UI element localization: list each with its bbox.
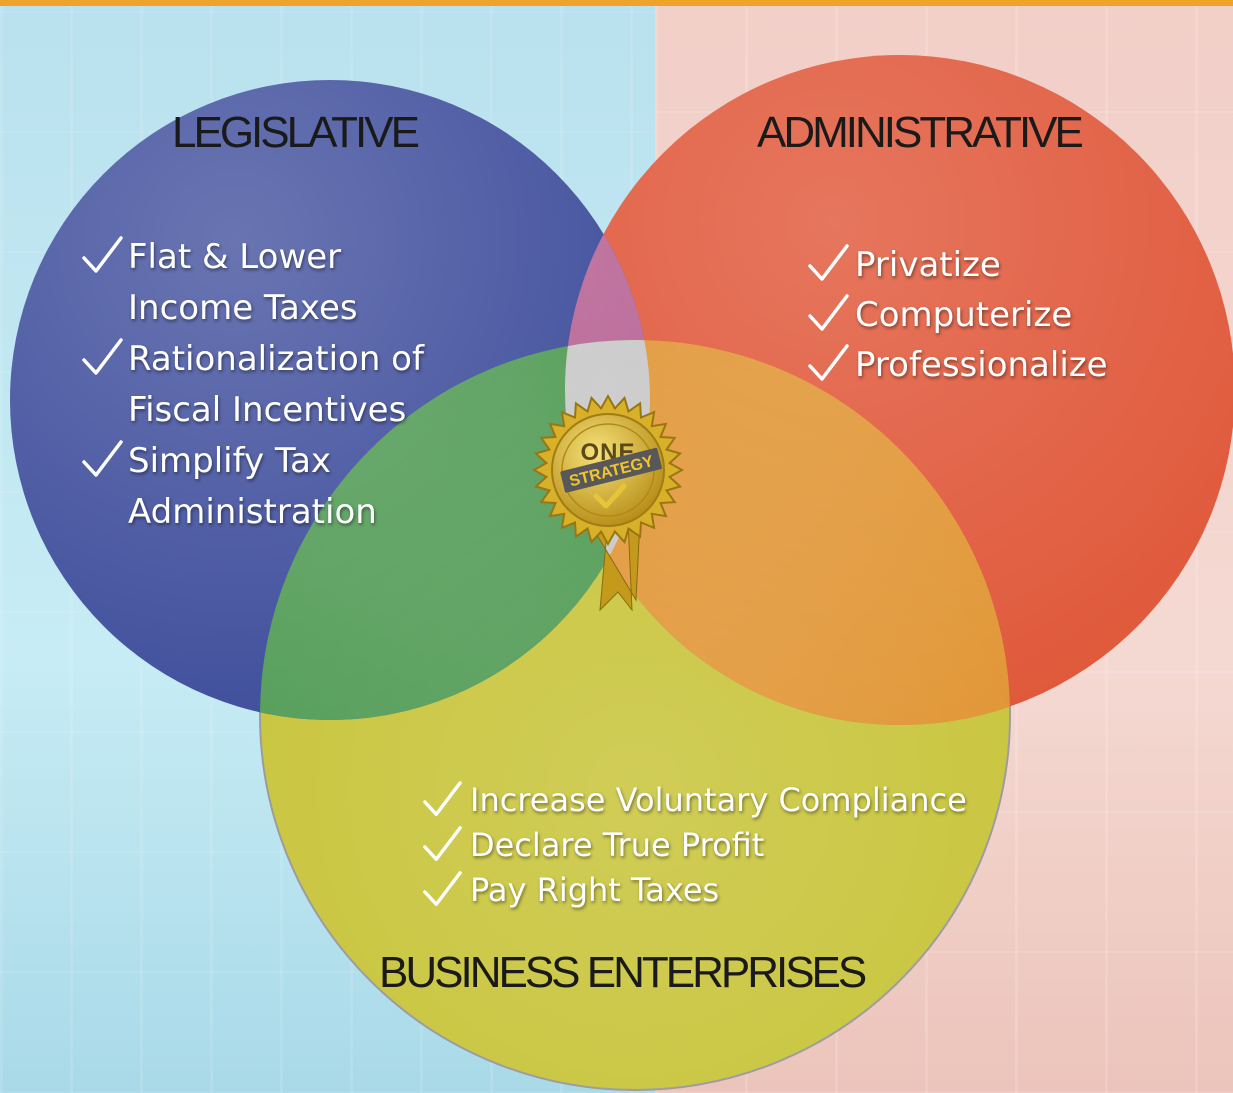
list-item: Privatize <box>805 240 1165 290</box>
business-item-text: Increase Voluntary Compliance <box>470 781 967 819</box>
business-title: BUSINESS ENTERPRISES <box>379 948 867 997</box>
checkmark-icon <box>805 342 851 386</box>
list-item: Increase Voluntary Compliance <box>418 778 1018 823</box>
legislative-item-text: Flat & Lower Income Taxes <box>128 237 358 328</box>
checkmark-icon <box>80 234 124 278</box>
legislative-item-text: Simplify Tax Administration <box>128 441 377 532</box>
checkmark-icon <box>805 292 851 336</box>
administrative-item-text: Privatize <box>855 245 1001 285</box>
administrative-item-text: Computerize <box>855 295 1073 335</box>
business-item-text: Pay Right Taxes <box>470 871 720 909</box>
administrative-list: Privatize Computerize Professionalize <box>805 240 1165 390</box>
administrative-title: ADMINISTRATIVE <box>757 108 1084 157</box>
business-item-text: Declare True Profit <box>470 826 765 864</box>
list-item: Rationalization of Fiscal Incentives <box>80 334 480 436</box>
list-item: Flat & Lower Income Taxes <box>80 232 480 334</box>
legislative-item-text: Rationalization of Fiscal Incentives <box>128 339 424 430</box>
list-item: Simplify Tax Administration <box>80 436 480 538</box>
checkmark-icon <box>80 336 124 380</box>
checkmark-icon <box>418 779 466 821</box>
checkmark-icon <box>805 242 851 286</box>
administrative-item-text: Professionalize <box>855 345 1108 385</box>
business-list: Increase Voluntary Compliance Declare Tr… <box>418 778 1018 913</box>
checkmark-icon <box>418 869 466 911</box>
legislative-list: Flat & Lower Income Taxes Rationalizatio… <box>80 232 480 538</box>
top-accent-bar <box>0 0 1233 6</box>
list-item: Pay Right Taxes <box>418 868 1018 913</box>
legislative-title: LEGISLATIVE <box>172 108 420 157</box>
list-item: Declare True Profit <box>418 823 1018 868</box>
business-shine <box>260 340 1010 1090</box>
award-seal-icon: ONE STRATEGY <box>531 393 685 612</box>
checkmark-icon <box>80 438 124 482</box>
checkmark-icon <box>418 824 466 866</box>
list-item: Computerize <box>805 290 1165 340</box>
list-item: Professionalize <box>805 340 1165 390</box>
